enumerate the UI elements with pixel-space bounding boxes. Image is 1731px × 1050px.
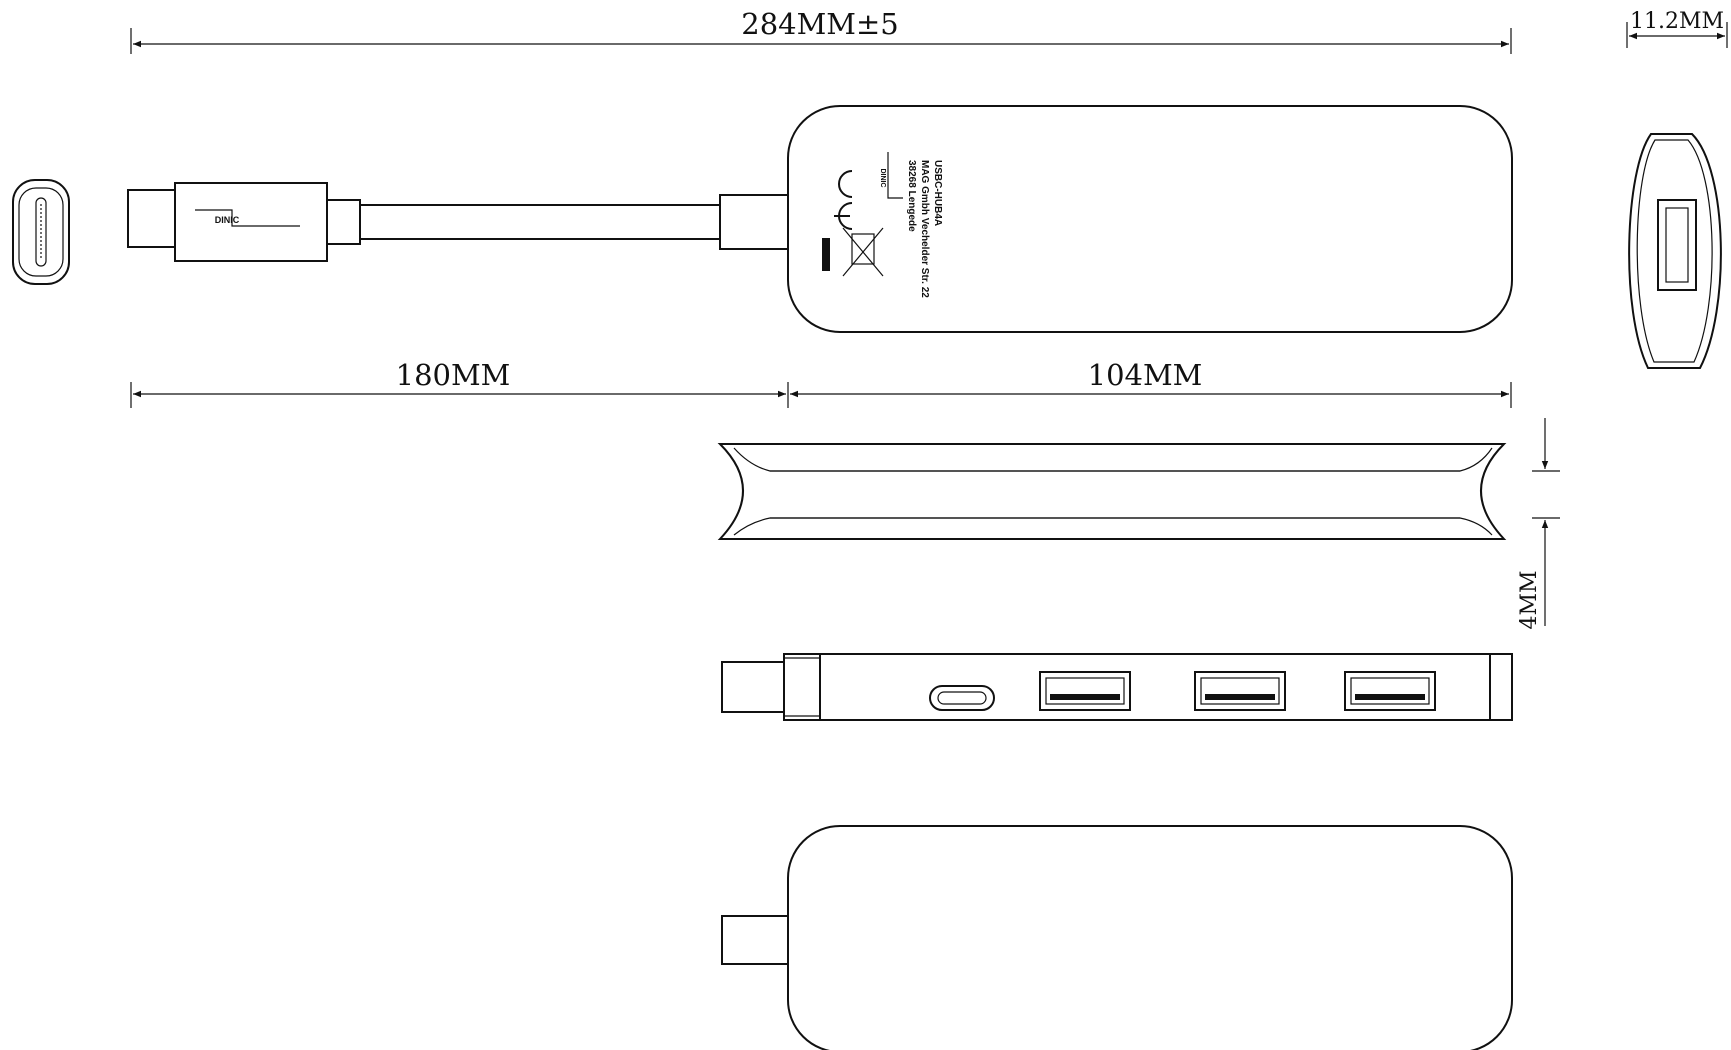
hub-length-label: 104MM: [1088, 358, 1203, 392]
hub-end-view: [1628, 133, 1722, 369]
edge-height-label: 4MM: [1517, 570, 1542, 629]
usb-c-port-icon: [929, 685, 995, 711]
total-length-dimension: 284MM±5: [130, 7, 1512, 54]
edge-height-dimension: 4MM: [1517, 418, 1560, 630]
front-profile-view: [717, 443, 1507, 540]
cable-length-label: 180MM: [396, 358, 511, 392]
usb-c-plug: DINIC: [127, 182, 361, 262]
label-line-1: USBC-HUB4A: [932, 160, 943, 226]
weee-bin-icon: [842, 227, 884, 277]
ce-mark-icon: [834, 170, 853, 230]
usb-a-port-icon: [1657, 199, 1697, 291]
thickness-label: 11.2MM: [1630, 9, 1724, 34]
thickness-dimension: 11.2MM: [1626, 9, 1728, 48]
product-label: USBC-HUB4A MAG Gmbh Vechelder Str. 22 38…: [906, 160, 943, 298]
hub-length-dimension: 104MM: [790, 358, 1512, 408]
label-line-3: 38268 Lengede: [906, 160, 917, 232]
usb-a-port-icon-1: [1039, 671, 1131, 711]
label-line-2: MAG Gmbh Vechelder Str. 22: [919, 160, 930, 298]
top-view: DINIC USBC-HUB4A MAG Gmbh Vechelder Str.…: [127, 105, 1513, 333]
usb-c-end-view: [12, 179, 70, 285]
plug-logo: DINIC: [215, 215, 240, 225]
cable: [360, 194, 789, 250]
hub-body-top: USBC-HUB4A MAG Gmbh Vechelder Str. 22 38…: [787, 105, 1513, 333]
weee-bar-icon: [822, 238, 830, 271]
usb-a-port-icon-2: [1194, 671, 1286, 711]
cable-length-dimension: 180MM: [130, 358, 789, 408]
total-length-label: 284MM±5: [741, 7, 899, 41]
bottom-view: [721, 825, 1513, 1050]
usb-a-port-icon-3: [1344, 671, 1436, 711]
label-logo-mark: DINIC: [879, 152, 903, 199]
port-side-view: [721, 653, 1513, 721]
label-logo: DINIC: [879, 168, 886, 187]
